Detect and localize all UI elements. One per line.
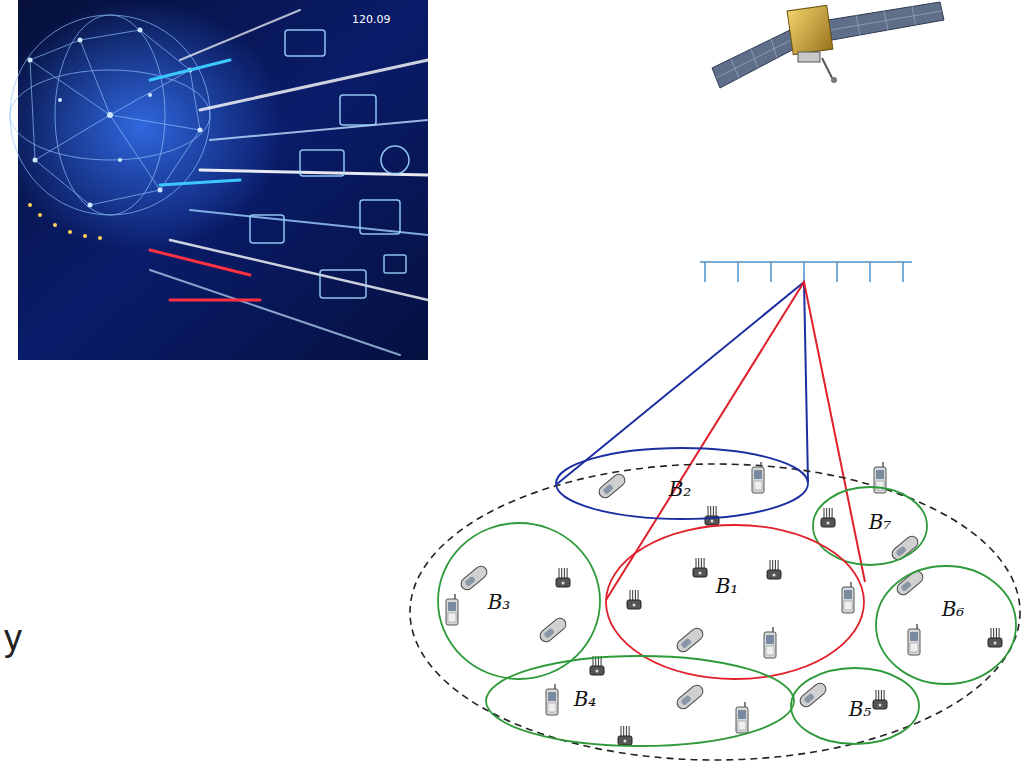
antenna-array: [700, 262, 912, 282]
phone-icon: [752, 462, 764, 493]
beam-cell: B₇: [812, 486, 928, 566]
beam-cell: B₆: [875, 565, 1017, 685]
flip-phone-icon: [675, 626, 706, 654]
cell-label: B₃: [488, 592, 511, 612]
flip-phone-icon: [459, 564, 490, 592]
cell-label: B₄: [574, 689, 597, 709]
cell-outline: [437, 522, 601, 680]
phone-icon: [446, 594, 458, 625]
sensor-icon: [618, 726, 632, 745]
sensor-icon: [556, 568, 570, 587]
sensor-icon: [767, 560, 781, 579]
phone-icon: [736, 702, 748, 733]
satellite: [712, 2, 944, 88]
photo-number: 120.09: [352, 14, 391, 25]
cell-label: B₅: [849, 699, 872, 719]
cut-off-text: y: [4, 620, 22, 656]
cell-outline: [875, 565, 1017, 685]
beam-cell: B₃: [437, 522, 601, 680]
cell-outline: [485, 655, 795, 747]
phone-icon: [842, 582, 854, 613]
cell-label: B₇: [869, 512, 892, 532]
cell-label: B₁: [716, 576, 739, 596]
beam-cell: B₅: [790, 667, 920, 745]
beam-cell: B₄: [485, 655, 795, 747]
terminal-icons: [446, 462, 1002, 745]
beam-cell: B₂: [555, 447, 809, 520]
flip-phone-icon: [675, 683, 706, 711]
coverage-area: [410, 464, 1020, 760]
sensor-icon: [627, 590, 641, 609]
phone-icon: [764, 627, 776, 658]
sensor-icon: [693, 558, 707, 577]
flip-phone-icon: [597, 472, 628, 500]
phone-icon: [546, 684, 558, 715]
flip-phone-icon: [538, 616, 569, 644]
beam-lines: [557, 282, 865, 600]
network-photo: [10, 0, 428, 360]
phone-icon: [908, 624, 920, 655]
flip-phone-icon: [890, 534, 921, 562]
flip-phone-icon: [895, 569, 926, 597]
sensor-icon: [821, 508, 835, 527]
cell-label: B₆: [942, 599, 965, 619]
sensor-icon: [988, 628, 1002, 647]
cell-label: B₂: [669, 479, 692, 499]
sensor-icon: [873, 690, 887, 709]
sensor-icon: [705, 506, 719, 525]
